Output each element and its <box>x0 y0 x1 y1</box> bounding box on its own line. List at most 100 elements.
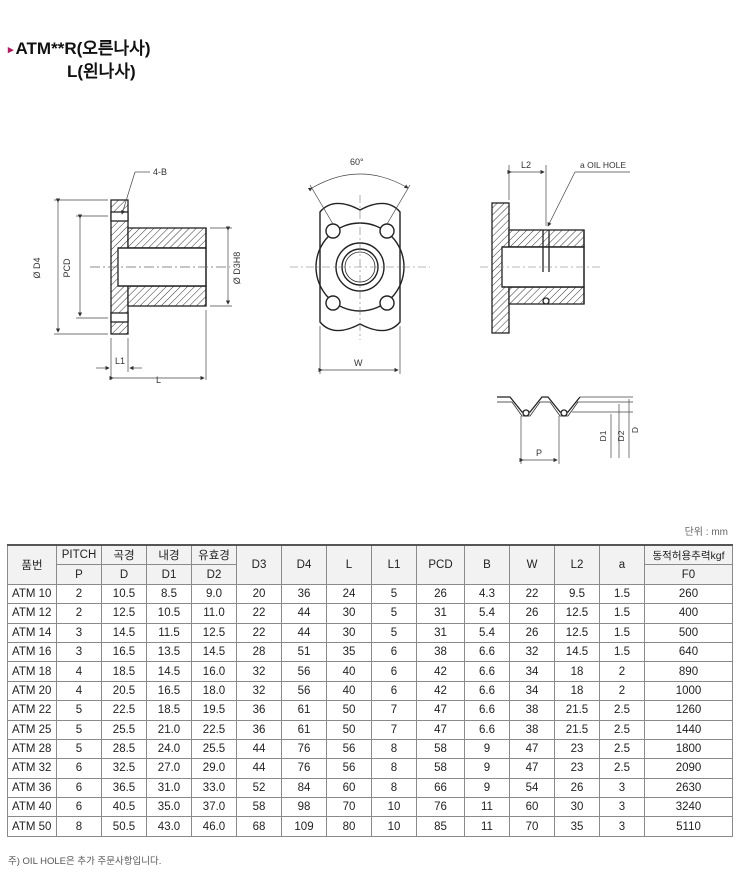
table-cell: 22 <box>236 622 282 643</box>
table-cell: 32.5 <box>101 758 147 779</box>
col-subheader-p: P <box>56 564 102 585</box>
table-cell: 5 <box>371 583 417 605</box>
table-cell: 60 <box>326 777 372 799</box>
table-cell: 47 <box>416 719 465 740</box>
table-cell: 43.0 <box>146 816 192 837</box>
table-cell: 61 <box>281 700 327 721</box>
table-cell: 3240 <box>644 797 733 818</box>
label-pcd: PCD <box>62 258 72 278</box>
table-cell: 40 <box>326 680 372 702</box>
table-cell: 1440 <box>644 719 733 740</box>
table-cell: 1.5 <box>599 603 645 624</box>
table-cell: 12.5 <box>554 622 600 643</box>
table-cell: 3 <box>599 797 645 818</box>
table-cell: 32 <box>509 641 555 663</box>
table-cell: 22.5 <box>101 700 147 721</box>
col-header-l1: L1 <box>371 543 417 585</box>
table-cell: 35 <box>554 816 600 837</box>
label-angle: 60° <box>350 157 364 167</box>
table-cell: 9 <box>464 738 510 760</box>
table-cell: ATM 20 <box>7 680 57 702</box>
table-cell: 2.5 <box>599 758 645 779</box>
table-cell: 2090 <box>644 758 733 779</box>
table-cell: 31 <box>416 622 465 643</box>
table-cell: 60 <box>509 797 555 818</box>
table-cell: 22 <box>236 603 282 624</box>
table-cell: 14.5 <box>554 641 600 663</box>
table-cell: 35 <box>326 641 372 663</box>
table-cell: 16.5 <box>146 680 192 702</box>
table-cell: 30 <box>326 603 372 624</box>
table-cell: 11 <box>464 816 510 837</box>
table-cell: 9 <box>464 758 510 779</box>
table-cell: 21.5 <box>554 719 600 740</box>
technical-drawing: 4-B Ø D4 PCD Ø D3H8 L1 L 60° W <box>32 157 640 464</box>
table-cell: 1.5 <box>599 583 645 605</box>
table-cell: 109 <box>281 816 327 837</box>
table-cell: 10 <box>371 816 417 837</box>
label-l: L <box>156 375 161 385</box>
table-cell: 44 <box>236 738 282 760</box>
table-cell: 8.5 <box>146 583 192 605</box>
title-marker: ▸ <box>8 43 14 56</box>
table-cell: 98 <box>281 797 327 818</box>
col-header-l: L <box>326 543 372 585</box>
label-oil-hole: a OIL HOLE <box>580 160 626 170</box>
table-cell: 47 <box>509 758 555 779</box>
table-cell: 12.5 <box>554 603 600 624</box>
table-cell: 400 <box>644 603 733 624</box>
table-cell: 34 <box>509 680 555 702</box>
table-cell: 31 <box>416 603 465 624</box>
table-cell: 56 <box>281 661 327 682</box>
col-header-part: 품번 <box>7 543 57 585</box>
table-cell: 5110 <box>644 816 733 837</box>
table-cell: 1.5 <box>599 622 645 643</box>
table-cell: 3 <box>599 777 645 799</box>
table-cell: 6 <box>371 641 417 663</box>
col-header-d1: 내경 <box>146 544 192 566</box>
table-cell: 5.4 <box>464 622 510 643</box>
table-cell: 68 <box>236 816 282 837</box>
table-cell: 38 <box>509 719 555 740</box>
table-cell: 80 <box>326 816 372 837</box>
table-cell: 70 <box>509 816 555 837</box>
table-cell: 14.5 <box>101 622 147 643</box>
table-cell: 9 <box>464 777 510 799</box>
table-cell: 7 <box>371 719 417 740</box>
table-cell: 58 <box>416 738 465 760</box>
label-d2: D2 <box>616 430 626 441</box>
col-header-w: W <box>509 543 555 585</box>
table-cell: 36 <box>236 719 282 740</box>
col-header-thrust: 동적허용추력kgf <box>644 544 733 566</box>
table-header-row: 품번 PITCH 곡경 내경 유효경 D3 D4 L L1 PCD B W L2… <box>7 543 733 585</box>
label-4b: 4-B <box>153 167 167 177</box>
table-cell: 2 <box>599 680 645 702</box>
table-cell: ATM 40 <box>7 797 57 818</box>
table-cell: 32 <box>236 661 282 682</box>
table-cell: 1260 <box>644 700 733 721</box>
table-cell: 640 <box>644 641 733 663</box>
right-section-view <box>491 202 585 334</box>
table-cell: 28 <box>236 641 282 663</box>
table-cell: 84 <box>281 777 327 799</box>
table-cell: 70 <box>326 797 372 818</box>
table-cell: 12.5 <box>191 622 237 643</box>
table-cell: 6.6 <box>464 661 510 682</box>
table-cell: 24.0 <box>146 738 192 760</box>
table-cell: 8 <box>371 738 417 760</box>
table-cell: 31.0 <box>146 777 192 799</box>
footnote: 주) OIL HOLE은 추가 주문사항입니다. <box>8 856 162 867</box>
table-cell: 3 <box>56 641 102 663</box>
table-cell: 21.0 <box>146 719 192 740</box>
table-cell: 11.0 <box>191 603 237 624</box>
table-cell: 6 <box>56 758 102 779</box>
col-header-d2: 유효경 <box>191 544 237 566</box>
table-cell: 51 <box>281 641 327 663</box>
table-cell: 5 <box>56 700 102 721</box>
table-cell: 50 <box>326 719 372 740</box>
col-header-d: 곡경 <box>101 544 147 566</box>
table-cell: 2 <box>56 583 102 605</box>
